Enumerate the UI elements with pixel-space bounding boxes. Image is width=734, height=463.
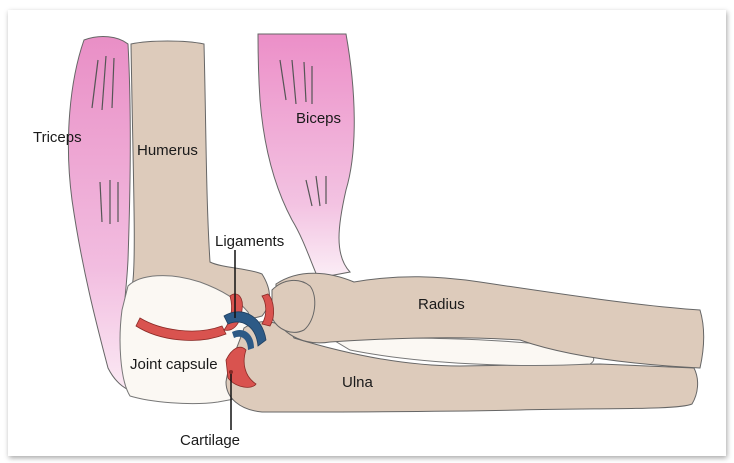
radius-head bbox=[272, 280, 315, 332]
humerus-label: Humerus bbox=[137, 143, 198, 158]
joint-capsule-label: Joint capsule bbox=[130, 357, 218, 372]
triceps-label: Triceps bbox=[33, 130, 82, 145]
radius-label: Radius bbox=[418, 297, 465, 312]
cartilage-leader-dot bbox=[229, 370, 233, 374]
ligaments-label: Ligaments bbox=[215, 234, 284, 249]
cartilage-label: Cartilage bbox=[180, 433, 240, 448]
biceps-label: Biceps bbox=[296, 111, 341, 126]
ulna-label: Ulna bbox=[342, 375, 373, 390]
